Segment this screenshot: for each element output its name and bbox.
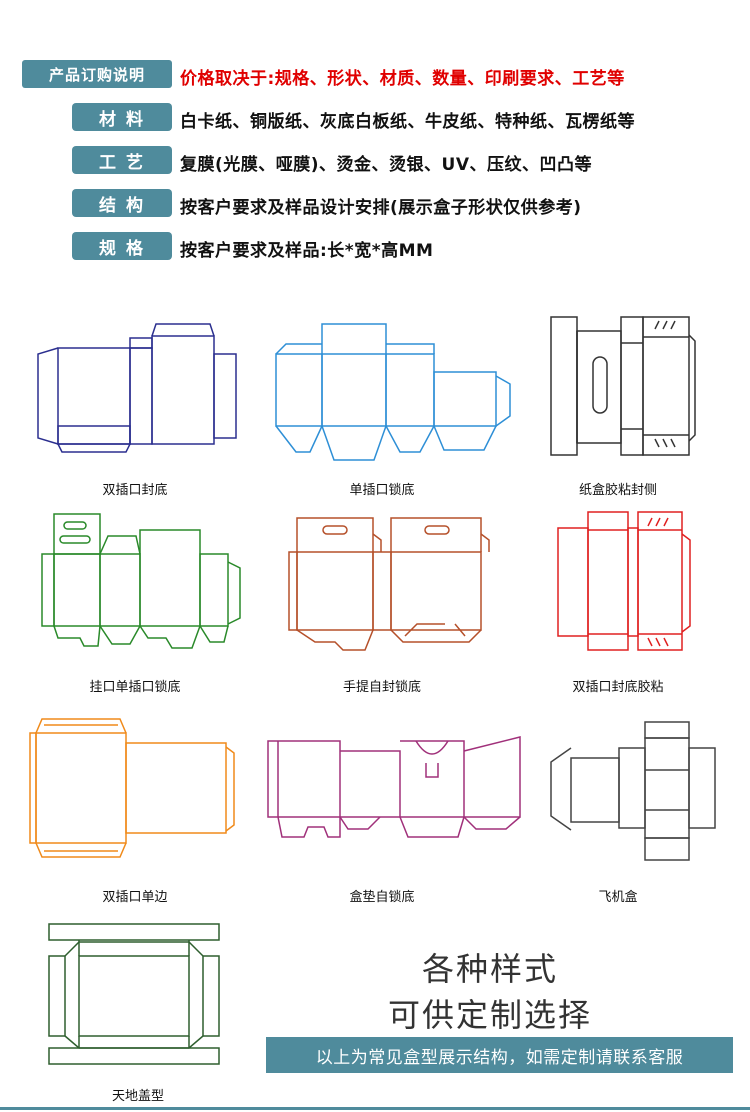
process-tag: 工艺	[72, 146, 172, 174]
caption-box-8: 盒垫自锁底	[349, 890, 415, 905]
size-text: 按客户要求及样品:长*宽*高MM	[180, 241, 434, 261]
promo-line-2: 可供定制选择	[387, 996, 592, 1034]
structure-tag: 结构	[72, 189, 172, 217]
box-diagram-handle-auto-lock	[288, 517, 490, 651]
caption-box-9: 飞机盒	[598, 890, 638, 905]
caption-box-10: 天地盖型	[111, 1089, 164, 1104]
contact-banner: 以上为常见盒型展示结构，如需定制请联系客服	[266, 1037, 733, 1073]
box-diagram-tray-auto-lock	[267, 736, 521, 838]
structure-text: 按客户要求及样品设计安排(展示盒子形状仅供参考)	[180, 198, 582, 218]
order-notes-tag: 产品订购说明	[22, 60, 172, 88]
size-tag: 规格	[72, 232, 172, 260]
caption-box-2: 单插口锁底	[349, 483, 415, 498]
box-diagram-double-tuck-bottom	[37, 323, 237, 453]
material-tag: 材料	[72, 103, 172, 131]
box-diagram-single-tuck-lock	[275, 323, 511, 461]
box-diagram-double-tuck-single-side	[29, 718, 235, 858]
material-text: 白卡纸、铜版纸、灰底白板纸、牛皮纸、特种纸、瓦楞纸等	[180, 112, 635, 132]
box-diagram-hang-tab-lock	[41, 513, 241, 649]
bottom-divider	[0, 1107, 750, 1110]
caption-box-6: 双插口封底胶粘	[572, 680, 664, 695]
caption-box-4: 挂口单插口锁底	[89, 680, 181, 695]
process-text: 复膜(光膜、哑膜)、烫金、烫银、UV、压纹、凹凸等	[180, 155, 592, 175]
box-diagram-lid-base	[48, 923, 220, 1065]
caption-box-3: 纸盒胶粘封侧	[578, 483, 657, 498]
caption-box-5: 手提自封锁底	[342, 680, 421, 695]
box-diagram-glued-side	[550, 316, 696, 456]
promo-line-1: 各种样式	[421, 950, 558, 988]
box-diagram-mailer-box	[550, 721, 716, 861]
order-notes-text: 价格取决于:规格、形状、材质、数量、印刷要求、工艺等	[180, 69, 625, 89]
box-diagram-double-tuck-glued	[557, 511, 691, 651]
caption-box-7: 双插口单边	[102, 890, 168, 905]
caption-box-1: 双插口封底	[102, 483, 168, 498]
